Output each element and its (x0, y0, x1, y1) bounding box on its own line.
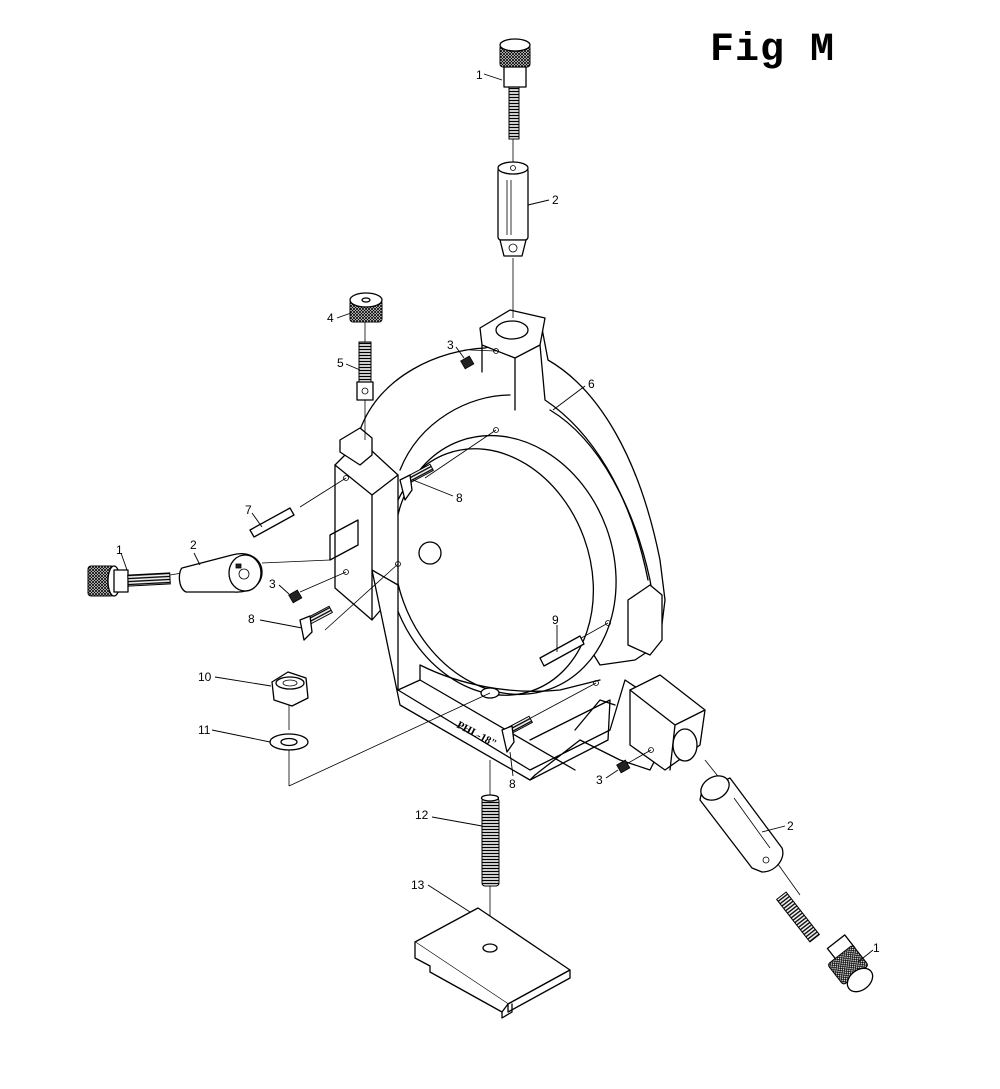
callout-8-left: 8 (248, 612, 255, 626)
wing-screw-upper (399, 463, 435, 501)
right-clamp-sleeve (699, 775, 784, 873)
top-clamp-sleeve (497, 161, 529, 257)
callout-3-top: 3 (447, 338, 454, 352)
callout-9: 9 (552, 613, 559, 627)
set-screw-left (288, 589, 303, 604)
left-knob-screw (87, 565, 171, 597)
callout-3-right: 3 (596, 773, 603, 787)
frame-body: PHL-18" (329, 309, 706, 781)
dowel-pin-7 (249, 507, 295, 538)
threaded-stud (480, 794, 500, 887)
callout-10: 10 (198, 670, 212, 684)
wing-screw-left (299, 605, 334, 641)
callout-12: 12 (415, 808, 429, 822)
set-screw-right (616, 759, 631, 774)
callout-2-top: 2 (552, 193, 559, 207)
left-clamp-sleeve (178, 553, 263, 593)
callout-4: 4 (327, 311, 334, 325)
wing-screw-lower (501, 715, 534, 753)
adjust-post (356, 341, 374, 401)
washer (269, 733, 309, 751)
dowel-pin-9 (539, 635, 585, 667)
callout-5: 5 (337, 356, 344, 370)
callout-1-right: 1 (873, 941, 880, 955)
callout-8-upper: 8 (456, 491, 463, 505)
callout-3-left: 3 (269, 577, 276, 591)
callout-7: 7 (245, 503, 252, 517)
callout-2-right: 2 (787, 819, 794, 833)
callout-13: 13 (411, 878, 425, 892)
hex-nut (271, 671, 309, 707)
callout-1-left: 1 (116, 543, 123, 557)
callout-11: 11 (198, 723, 211, 737)
t-slot-plate (414, 907, 571, 1019)
right-knob-screw (775, 891, 874, 993)
callout-6: 6 (588, 377, 595, 391)
callout-1-top: 1 (476, 68, 483, 82)
top-knob-screw (499, 38, 531, 140)
callout-2-left: 2 (190, 538, 197, 552)
callout-labels: 1 2 3 4 5 6 7 8 1 2 3 8 9 10 11 8 3 2 12… (116, 68, 880, 955)
leader-lines (120, 73, 874, 963)
set-screw-top (460, 355, 475, 370)
adjust-knob (349, 292, 383, 323)
figure-title: Fig M (710, 28, 836, 73)
callout-8-lower: 8 (509, 777, 516, 791)
